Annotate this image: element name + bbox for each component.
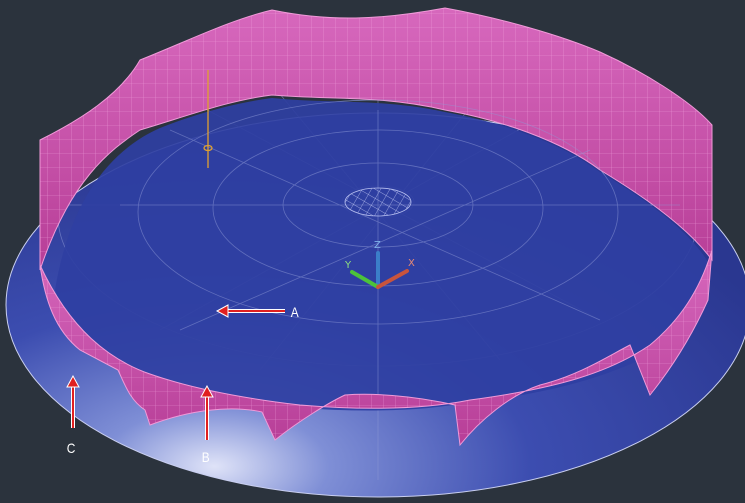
callout-label-b: B	[201, 449, 210, 465]
ucs-z-label: Z	[374, 240, 381, 251]
callout-arrow-b	[200, 384, 214, 440]
inner-floor[interactable]	[55, 98, 708, 411]
ucs-x-axis	[376, 269, 409, 289]
callout-arrow-c	[66, 374, 80, 428]
callout-arrow-a	[215, 304, 285, 318]
ucs-x-label: X	[408, 258, 415, 269]
ucs-icon[interactable]: Z Y X	[344, 240, 415, 289]
light-pole-icon[interactable]	[203, 70, 213, 168]
ucs-y-axis	[350, 270, 380, 289]
callout-label-a: A	[290, 304, 299, 320]
ucs-y-label: Y	[344, 260, 352, 271]
center-hatch	[344, 187, 412, 217]
callout-label-c: C	[66, 440, 76, 456]
